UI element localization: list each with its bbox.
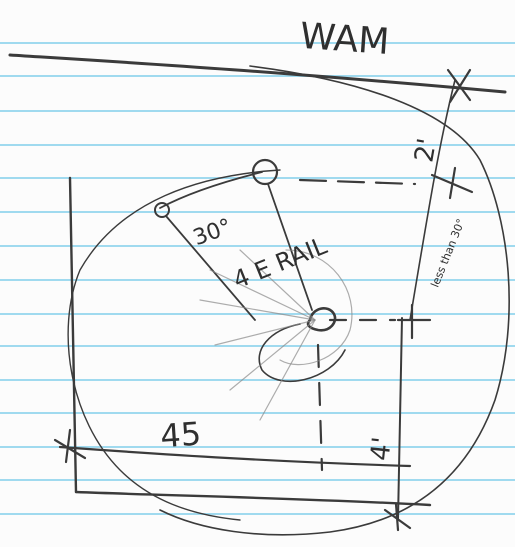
post-circle-left <box>154 202 170 218</box>
title-label: WAM <box>299 16 391 63</box>
ruled-line <box>0 345 515 347</box>
cross-mark <box>53 428 87 464</box>
ruled-line <box>0 75 515 77</box>
note-label: less than 30° <box>428 217 467 289</box>
cross-mark <box>430 166 474 200</box>
right-boundary <box>397 317 403 521</box>
ruled-line <box>0 144 515 146</box>
dashed-line-horizontal <box>298 178 417 186</box>
ruled-line <box>0 479 515 481</box>
arc-top-connector <box>159 171 263 209</box>
faint-rays <box>199 249 316 421</box>
pivot-faint-loop <box>279 249 353 366</box>
pivot-loop <box>258 323 346 383</box>
ruled-line <box>0 110 515 112</box>
box-left-edge <box>68 176 78 494</box>
post-circle-top <box>251 158 279 186</box>
ruled-line <box>0 379 515 381</box>
dimension-label-bottom: 4' <box>365 436 397 463</box>
ruled-line <box>0 446 515 448</box>
ruled-line <box>0 412 515 414</box>
dimension-label-left: 45 <box>159 415 202 456</box>
cross-mark <box>446 68 472 104</box>
box-inner-bottom <box>58 445 412 468</box>
cross-mark <box>383 502 412 532</box>
box-bottom-edge <box>74 490 432 507</box>
cross-mark <box>396 303 432 340</box>
arm-line-left <box>165 215 256 321</box>
ruled-line <box>0 279 515 281</box>
angle-label: 30° <box>190 214 235 251</box>
inner-arc <box>67 169 281 521</box>
ruled-line <box>0 513 515 515</box>
ruled-line <box>0 177 515 179</box>
wall-line <box>8 53 507 94</box>
outer-arc <box>159 65 510 536</box>
ruled-line <box>0 313 515 315</box>
ruled-line <box>0 245 515 247</box>
ruled-line <box>0 42 515 44</box>
ruled-line <box>0 211 515 213</box>
dimension-label-top-right: 2' <box>409 136 443 165</box>
rail-label: 4 E RAIL <box>229 231 331 294</box>
dashed-line-vertical <box>316 343 324 472</box>
arm-line-top <box>267 183 313 311</box>
